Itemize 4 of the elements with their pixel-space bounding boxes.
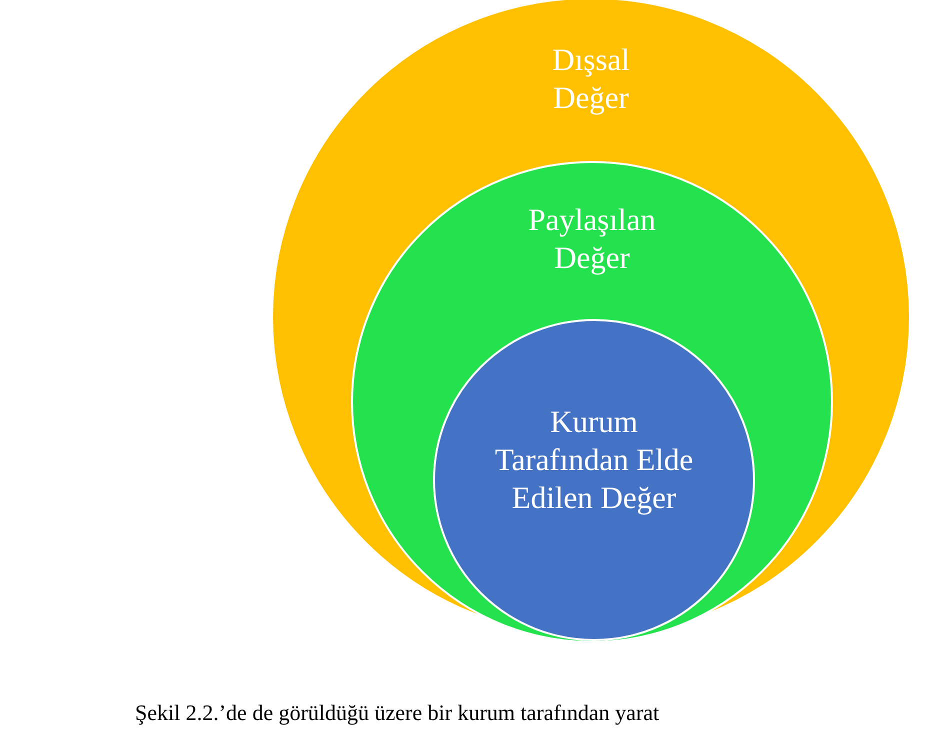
body-text: Şekil 2.2.’de de görüldüğü üzere bir kurum tarafından yarat: [135, 700, 660, 726]
circle-label: Paylaşılan Değer: [527, 201, 657, 277]
circle-label: Dışsal Değer: [551, 41, 631, 117]
circle-label: Kurum Tarafından Elde Edilen Değer: [494, 403, 694, 517]
